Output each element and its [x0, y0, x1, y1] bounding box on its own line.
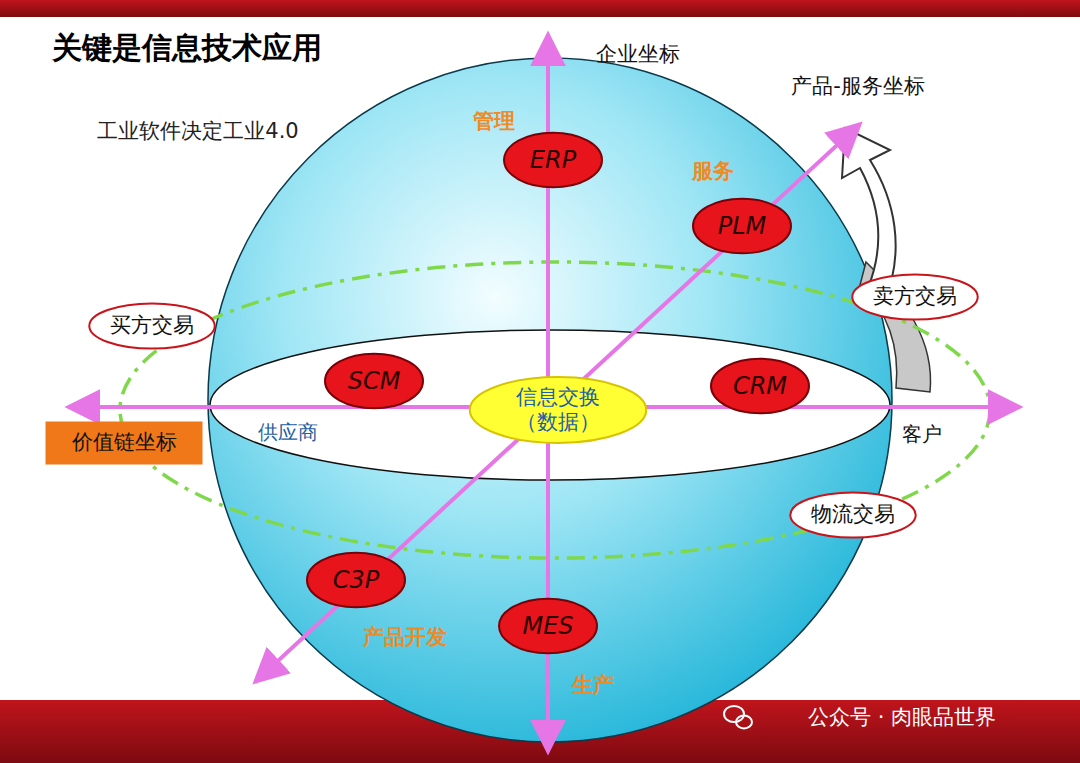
software-ellipse: MES: [498, 597, 598, 655]
trade-oval: 买方交易: [88, 302, 216, 350]
sphere: [208, 58, 892, 742]
axis-tag-fill: [46, 422, 202, 464]
software-ellipse-fill: [504, 133, 602, 188]
axis-label: 生产: [572, 673, 614, 698]
axis-label: 供应商: [258, 420, 318, 444]
axis-label: 产品开发: [363, 625, 447, 650]
software-ellipse-fill: [693, 199, 791, 254]
dash-dot-orbit: [120, 262, 990, 558]
axis-label: 工业软件决定工业4.0: [97, 119, 298, 144]
title: 关键是信息技术应用: [52, 30, 322, 66]
hub-ellipse: 信息交换 （数据）: [468, 375, 648, 445]
node-text: 价值链坐标: [72, 430, 177, 455]
curved-arrow: [842, 128, 896, 300]
software-ellipse: SCM: [324, 352, 424, 410]
hub-ellipse-fill: [470, 377, 646, 443]
trade-oval-fill: [852, 274, 977, 319]
axis-label: 客户: [902, 422, 942, 446]
software-ellipse: CRM: [710, 357, 810, 415]
wechat-icon: [724, 706, 752, 729]
axis-label: 管理: [473, 109, 515, 134]
axis-label: 企业坐标: [596, 42, 680, 67]
trade-oval-fill: [790, 492, 915, 537]
watermark: 公众号 · 肉眼品世界: [808, 705, 996, 730]
axis-label: 服务: [692, 159, 734, 184]
axis-label: 产品-服务坐标: [791, 74, 925, 99]
node-text: C3P: [333, 566, 380, 595]
software-ellipse-fill: [711, 359, 809, 414]
trade-oval-fill: [89, 303, 214, 348]
node-text: 信息交换 （数据）: [506, 385, 611, 435]
trade-oval: 卖方交易: [851, 273, 979, 321]
software-ellipse: PLM: [692, 197, 792, 255]
node-text: MES: [522, 612, 573, 641]
node-text: SCM: [348, 367, 401, 396]
top-bar: [0, 0, 1080, 17]
software-ellipse-fill: [499, 599, 597, 654]
node-text: CRM: [733, 372, 787, 401]
software-ellipse-fill: [325, 354, 423, 409]
node-text: 买方交易: [110, 313, 194, 338]
node-text: PLM: [718, 212, 767, 241]
node-text: 物流交易: [811, 502, 895, 527]
axis-tag: 价值链坐标: [46, 422, 202, 464]
node-text: 卖方交易: [873, 284, 957, 309]
product-service-axis: [255, 124, 860, 682]
trade-oval: 物流交易: [789, 491, 917, 539]
software-ellipse: ERP: [503, 131, 603, 189]
software-ellipse-fill: [307, 553, 405, 608]
software-ellipse: C3P: [306, 551, 406, 609]
node-text: ERP: [530, 146, 576, 175]
